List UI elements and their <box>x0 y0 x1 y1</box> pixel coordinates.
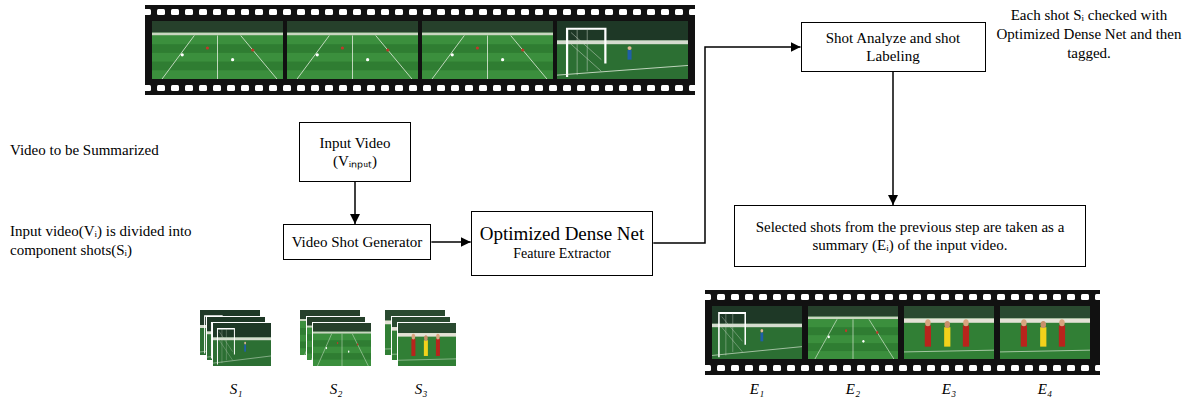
summary-film-strip <box>705 290 1100 375</box>
frame-border <box>212 322 272 367</box>
step-note: Input video(Vᵢ) is divided into componen… <box>10 222 225 260</box>
summary-label: E₂ <box>833 380 873 399</box>
video-frame <box>557 21 688 79</box>
node-text: Video Shot Generator <box>292 233 423 251</box>
shot-frame <box>213 323 271 366</box>
shot-label: S₁ <box>216 380 256 399</box>
shot-label: S₂ <box>316 380 356 399</box>
shot-stacks <box>200 310 457 367</box>
node-text: Selected shots from the previous step ar… <box>743 218 1077 254</box>
flow-arrow <box>892 72 894 205</box>
video-frame <box>152 21 283 79</box>
step-note: Each shot Sᵢ checked with Optimized Dens… <box>995 6 1183 62</box>
summary-label: E₁ <box>737 380 777 399</box>
film-base <box>705 290 1100 375</box>
summary-label: E₃ <box>929 380 969 399</box>
video-frame <box>904 306 994 359</box>
video-frame <box>287 21 418 79</box>
model-box: Optimized Dense NetFeature Extractor <box>471 211 654 276</box>
video-frame <box>808 306 898 359</box>
flow-arrow <box>354 182 356 224</box>
summary-label: E₄ <box>1025 380 1065 399</box>
input-film-strip <box>145 5 695 95</box>
node-text: Feature Extractor <box>513 246 611 263</box>
video-frame <box>712 306 802 359</box>
shot-frame <box>313 323 371 366</box>
video-frame <box>422 21 553 79</box>
process-box: Video Shot Generator <box>283 224 432 260</box>
shot-frame <box>398 323 456 366</box>
flow-arrow <box>431 241 470 243</box>
frame-border <box>312 322 372 367</box>
node-text: Optimized Dense Net <box>480 223 645 246</box>
node-text: Shot Analyze and shot Labeling <box>810 29 977 65</box>
sprocket-holes <box>705 290 1100 304</box>
process-box: Shot Analyze and shot Labeling <box>801 22 986 72</box>
sprocket-holes <box>145 81 695 95</box>
shot-label: S₃ <box>401 380 441 399</box>
film-base <box>145 5 695 95</box>
frame-border <box>397 322 457 367</box>
process-box: Input Video (Vᵢₙₚᵤₜ) <box>299 122 411 182</box>
step-note: Video to be Summarized <box>10 141 159 160</box>
summary-box: Selected shots from the previous step ar… <box>734 205 1086 267</box>
sprocket-holes <box>145 5 695 19</box>
node-text: Input Video (Vᵢₙₚᵤₜ) <box>308 134 402 170</box>
video-frame <box>1000 306 1090 359</box>
sprocket-holes <box>705 361 1100 375</box>
